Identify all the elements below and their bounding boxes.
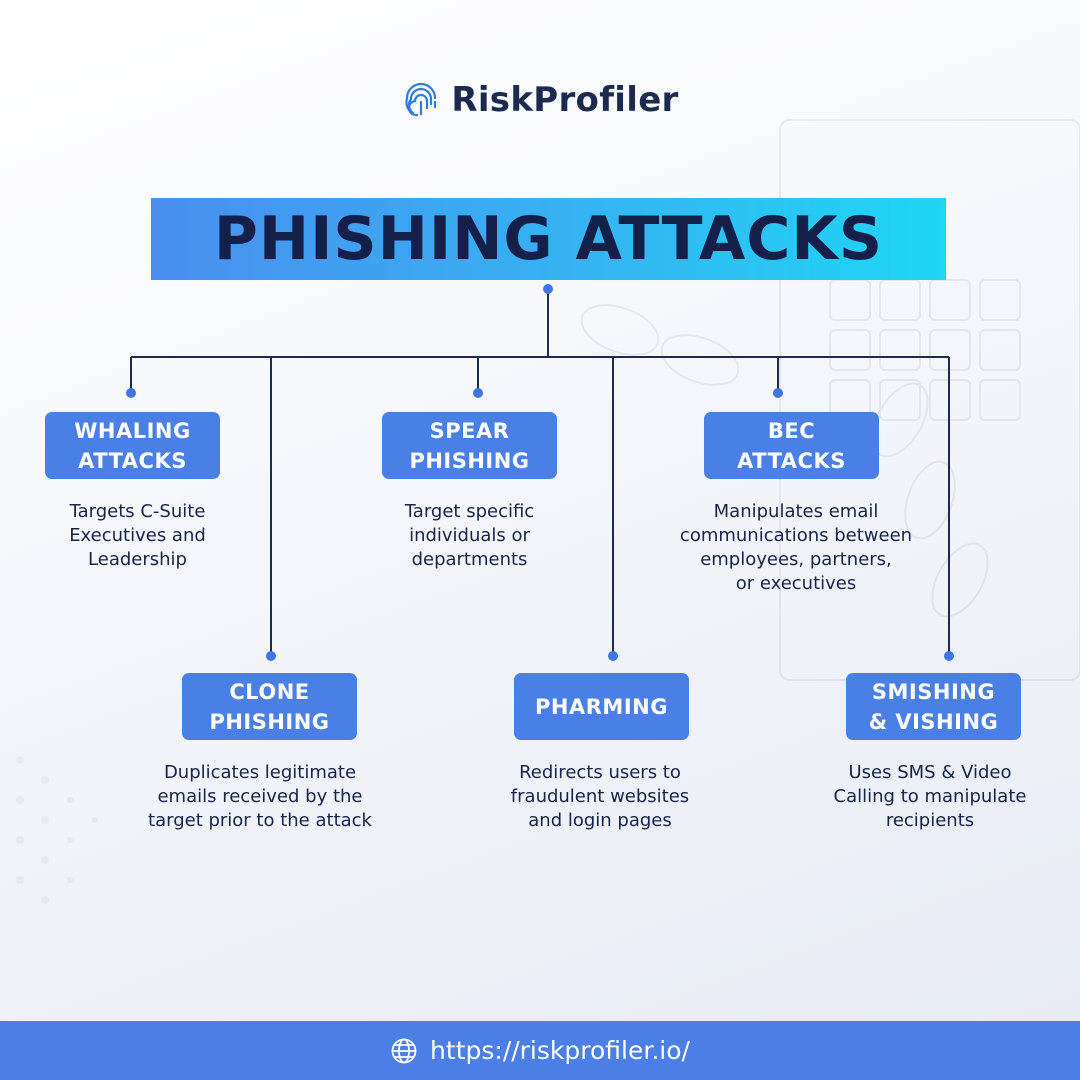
- desc-line: Executives and: [20, 524, 255, 548]
- node-title-line: WHALING: [74, 416, 191, 446]
- desc-smishing-vishing: Uses SMS & Video Calling to manipulate r…: [805, 761, 1055, 833]
- node-title-line: PHISHING: [209, 707, 329, 737]
- desc-line: departments: [352, 548, 587, 572]
- desc-line: and login pages: [480, 809, 720, 833]
- desc-line: Calling to manipulate: [805, 785, 1055, 809]
- desc-pharming: Redirects users to fraudulent websites a…: [480, 761, 720, 833]
- fingerprint-icon: [401, 80, 441, 120]
- dot-whaling: [126, 388, 136, 398]
- desc-line: communications between: [646, 524, 946, 548]
- desc-line: fraudulent websites: [480, 785, 720, 809]
- node-title-line: PHISHING: [409, 446, 529, 476]
- desc-line: Leadership: [20, 548, 255, 572]
- node-title-line: & VISHING: [869, 707, 999, 737]
- website-link[interactable]: https://riskprofiler.io/: [430, 1036, 690, 1065]
- desc-line: emails received by the: [112, 785, 408, 809]
- node-title-line: BEC: [768, 416, 815, 446]
- desc-clone-phishing: Duplicates legitimate emails received by…: [112, 761, 408, 833]
- desc-spear-phishing: Target specific individuals or departmen…: [352, 500, 587, 572]
- node-pharming: PHARMING: [514, 673, 689, 740]
- globe-icon: [390, 1037, 418, 1065]
- node-spear-phishing: SPEAR PHISHING: [382, 412, 557, 479]
- node-title-line: ATTACKS: [78, 446, 187, 476]
- title-banner: PHISHING ATTACKS: [151, 198, 946, 280]
- dot-smishing: [944, 651, 954, 661]
- desc-line: Manipulates email: [646, 500, 946, 524]
- node-bec-attacks: BEC ATTACKS: [704, 412, 879, 479]
- desc-line: recipients: [805, 809, 1055, 833]
- desc-line: Duplicates legitimate: [112, 761, 408, 785]
- desc-bec-attacks: Manipulates email communications between…: [646, 500, 946, 596]
- desc-line: Uses SMS & Video: [805, 761, 1055, 785]
- desc-line: Target specific: [352, 500, 587, 524]
- node-title-line: CLONE: [229, 677, 309, 707]
- brand-name: RiskProfiler: [451, 80, 678, 120]
- desc-whaling-attacks: Targets C-Suite Executives and Leadershi…: [20, 500, 255, 572]
- node-smishing-vishing: SMISHING & VISHING: [846, 673, 1021, 740]
- desc-line: employees, partners,: [646, 548, 946, 572]
- node-title-line: ATTACKS: [737, 446, 846, 476]
- node-title-line: PHARMING: [535, 692, 668, 722]
- desc-line: Redirects users to: [480, 761, 720, 785]
- node-clone-phishing: CLONE PHISHING: [182, 673, 357, 740]
- diagram-title: PHISHING ATTACKS: [214, 204, 883, 274]
- node-title-line: SMISHING: [872, 677, 995, 707]
- dot-title: [543, 284, 553, 294]
- dot-pharming: [608, 651, 618, 661]
- desc-line: individuals or: [352, 524, 587, 548]
- node-title-line: SPEAR: [430, 416, 510, 446]
- dot-spear: [473, 388, 483, 398]
- desc-line: or executives: [646, 572, 946, 596]
- node-whaling-attacks: WHALING ATTACKS: [45, 412, 220, 479]
- brand-logo: RiskProfiler: [0, 76, 1080, 124]
- dot-clone: [266, 651, 276, 661]
- desc-line: target prior to the attack: [112, 809, 408, 833]
- desc-line: Targets C-Suite: [20, 500, 255, 524]
- footer-bar: https://riskprofiler.io/: [0, 1021, 1080, 1080]
- dot-bec: [773, 388, 783, 398]
